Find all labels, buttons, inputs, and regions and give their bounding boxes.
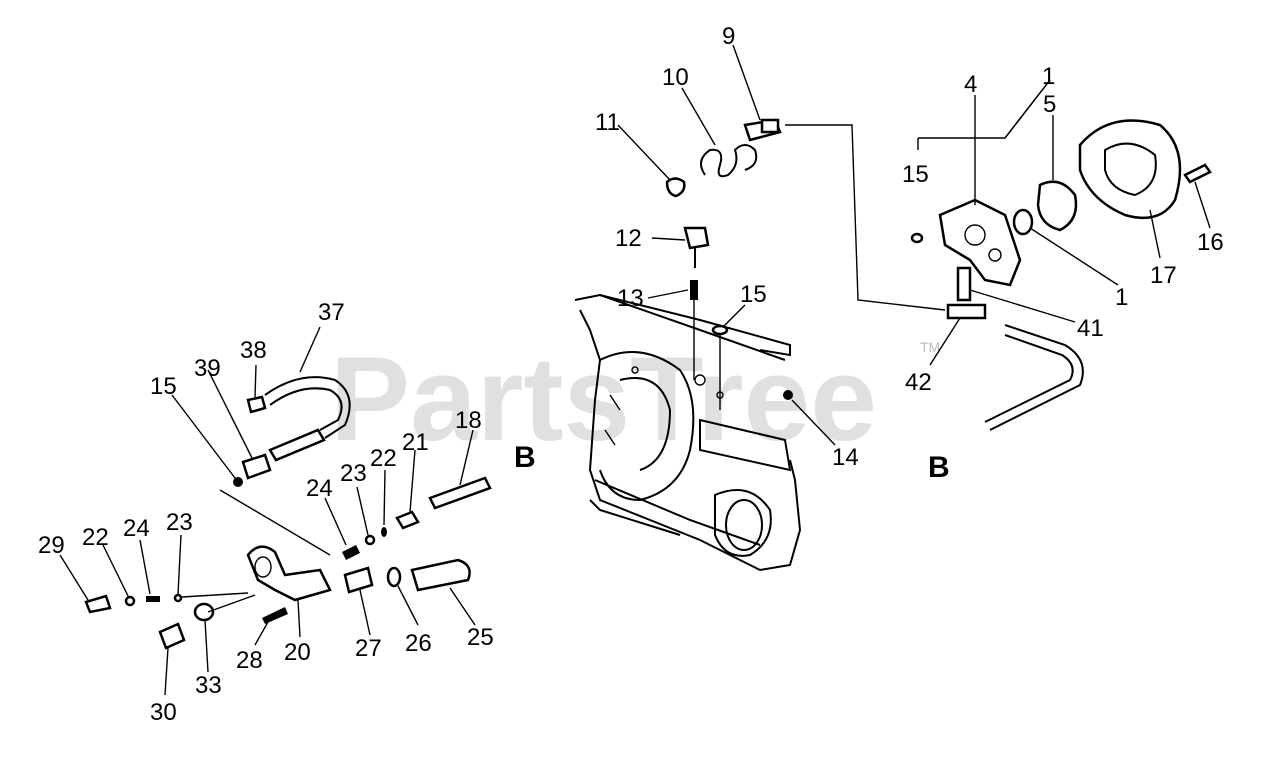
part-16 [1183, 163, 1212, 184]
callout-13: 13 [617, 285, 644, 312]
callout-1-bottom: 1 [1115, 284, 1128, 311]
callout-5: 5 [1043, 91, 1056, 118]
callout-20: 20 [284, 639, 311, 666]
part-37-tube [268, 428, 326, 462]
part-22-right [381, 527, 387, 537]
watermark-tm: TM [920, 339, 940, 355]
part-29 [84, 594, 112, 614]
callout-42: 42 [905, 369, 932, 396]
part-5 [1036, 180, 1078, 232]
callout-11: 11 [595, 109, 620, 136]
part-38 [246, 395, 267, 414]
callout-18: 18 [455, 407, 482, 434]
part-15-left [233, 477, 243, 487]
part-30 [158, 622, 186, 650]
callout-27: 27 [355, 635, 382, 662]
callout-15-right: 15 [902, 161, 929, 188]
part-13 [690, 280, 698, 300]
part-42 [946, 303, 987, 320]
callout-25: 25 [467, 624, 494, 651]
callout-1-top: 1 [1042, 63, 1055, 90]
callout-12: 12 [615, 225, 642, 252]
part-12 [683, 226, 710, 250]
callout-9: 9 [722, 23, 735, 50]
oil-pump-assembly [910, 79, 1212, 320]
callout-22-right: 22 [370, 445, 397, 472]
callout-21: 21 [402, 429, 429, 456]
part-23-right [364, 534, 376, 546]
callout-29: 29 [38, 532, 65, 559]
callout-24-right: 24 [306, 475, 333, 502]
callout-41: 41 [1077, 315, 1104, 342]
part-41 [956, 266, 972, 302]
callout-15-center: 15 [740, 281, 767, 308]
part-33 [193, 602, 215, 622]
callout-16: 16 [1197, 229, 1224, 256]
callout-37: 37 [318, 299, 345, 326]
leader-lines [59, 44, 1211, 696]
oil-line-assembly [665, 118, 946, 311]
callout-39: 39 [194, 355, 221, 382]
bolt-12-13 [683, 226, 710, 380]
callout-28: 28 [236, 647, 263, 674]
part-25 [410, 558, 471, 592]
part-15-right [910, 232, 924, 244]
hose-right [989, 324, 1084, 431]
callout-labels: 9 10 11 12 13 15 14 4 1 5 15 16 17 1 41 … [38, 23, 1224, 726]
part-39 [241, 453, 272, 480]
part-21 [395, 510, 420, 530]
part-11 [665, 177, 686, 198]
callout-4: 4 [964, 71, 977, 98]
part-27 [343, 566, 374, 594]
callout-22-left: 22 [82, 524, 109, 551]
part-4 [938, 198, 1022, 287]
callout-b-left: B [514, 441, 536, 474]
part-24-left [146, 596, 160, 602]
part-1-washer [1012, 208, 1034, 236]
callout-26: 26 [405, 630, 432, 657]
callout-b-right: B [928, 451, 950, 484]
callout-33: 33 [195, 672, 222, 699]
part-24-right [342, 545, 360, 560]
crankcase-housing [574, 293, 802, 572]
callout-30: 30 [150, 699, 177, 726]
callout-10: 10 [662, 64, 689, 91]
part-17 [1078, 119, 1182, 220]
callout-15-left: 15 [150, 373, 177, 400]
part-20 [246, 545, 332, 602]
part-22-left [124, 595, 136, 607]
part-15-center [711, 324, 729, 336]
part-23-left [173, 593, 183, 603]
callout-17: 17 [1150, 262, 1177, 289]
part-26 [386, 566, 402, 588]
callout-23-left: 23 [166, 509, 193, 536]
part-18 [428, 476, 492, 510]
oil-pump-left [84, 376, 492, 650]
callout-23-right: 23 [340, 460, 367, 487]
callout-24-left: 24 [123, 515, 150, 542]
part-14 [783, 390, 793, 400]
callout-38: 38 [240, 337, 267, 364]
part-28 [262, 607, 288, 624]
callout-14: 14 [832, 444, 859, 471]
